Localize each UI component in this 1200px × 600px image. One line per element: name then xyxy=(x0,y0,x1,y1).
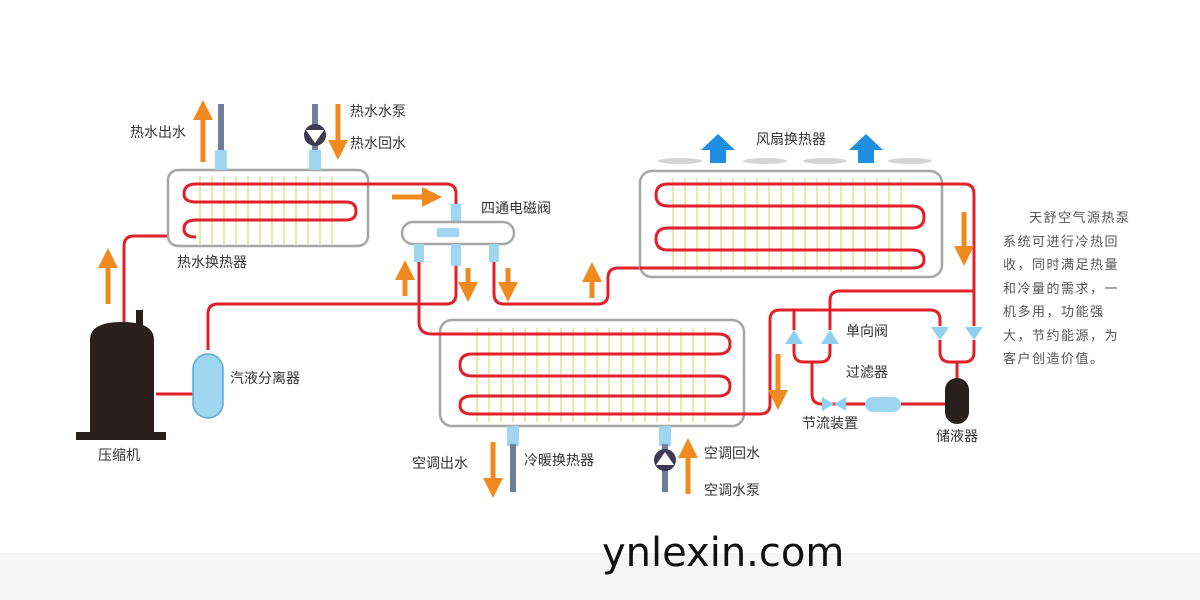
ac-return-fitting xyxy=(659,426,671,446)
pipe-hot-hx-to-valve xyxy=(250,182,458,206)
label-hot-water-return: 热水回水 xyxy=(350,136,406,152)
pipe-branch-check-valve-2 xyxy=(828,289,974,330)
component-labels: 热水出水 热水水泵 热水回水 热水换热器 四通电磁阀 风扇换热器 压缩机 汽液分… xyxy=(98,104,978,499)
system-description: 天舒空气源热泵系统可进行冷热回收，同时满足热量和冷量的需求，一机多用，功能强大，… xyxy=(1003,211,1131,367)
label-fan-hx: 风扇换热器 xyxy=(756,131,826,148)
label-hot-water-out: 热水出水 xyxy=(130,125,186,141)
hot-hx-coil xyxy=(182,182,370,239)
hot-return-fitting xyxy=(309,150,321,170)
label-cool-warm-hx: 冷暖换热器 xyxy=(524,452,594,469)
ac-water-pump-icon xyxy=(654,449,676,471)
hot-out-pipe xyxy=(218,104,224,154)
liquid-receiver[interactable] xyxy=(945,378,969,424)
valve-slider xyxy=(437,228,459,237)
cool-hx-shell xyxy=(438,318,746,428)
label-compressor: 压缩机 xyxy=(98,448,140,464)
check-valve-icon xyxy=(785,330,803,344)
compressor-body xyxy=(90,322,154,432)
pipe-compressor-to-hot-hx xyxy=(122,234,340,322)
fan-hx-fins xyxy=(672,178,902,272)
pipe-valve-to-cool-hx xyxy=(417,262,720,336)
compressor-stub xyxy=(136,310,143,326)
four-way-solenoid-valve[interactable] xyxy=(400,204,516,266)
label-ac-water-pump: 空调水泵 xyxy=(704,483,760,499)
refrigerant-pipes xyxy=(122,182,976,416)
hot-water-heat-exchanger[interactable] xyxy=(166,168,370,248)
watermark: ynlexin.com xyxy=(602,530,845,576)
label-ac-water-return: 空调回水 xyxy=(704,446,760,462)
check-valve-icon xyxy=(821,330,839,344)
fan-airflow-arrow-icon xyxy=(849,134,883,163)
fan-discs xyxy=(658,158,932,164)
hot-water-pump-icon xyxy=(304,124,326,146)
compressor-base xyxy=(76,432,166,440)
label-check-valve: 单向阀 xyxy=(846,324,888,340)
throttle-device[interactable] xyxy=(822,397,846,411)
throttle-valve-icon xyxy=(822,397,846,411)
ac-out-fitting xyxy=(507,426,519,446)
pipe-receiver-to-check-valves xyxy=(938,340,976,364)
pipe-fan-hx-out xyxy=(900,182,976,326)
pipe-valve-to-separator xyxy=(206,262,458,350)
label-four-way-valve: 四通电磁阀 xyxy=(481,201,551,217)
footer-band xyxy=(0,553,1200,600)
valve-port-left xyxy=(414,244,424,262)
fan-heat-exchanger[interactable] xyxy=(638,134,944,279)
label-hot-water-pump: 热水水泵 xyxy=(350,104,406,120)
check-valve-icon xyxy=(965,327,983,340)
check-valve-icon xyxy=(931,327,949,340)
compressor[interactable] xyxy=(76,310,166,440)
hot-hx-fins xyxy=(199,176,333,244)
cool-hx-coil xyxy=(432,332,760,416)
flow-arrows xyxy=(98,100,974,498)
label-ac-water-out: 空调出水 xyxy=(412,456,468,472)
label-throttle: 节流装置 xyxy=(802,416,858,432)
pipe-to-throttle xyxy=(810,362,950,406)
valve-top-fitting xyxy=(451,204,461,222)
hot-water-pipes xyxy=(215,104,326,170)
label-gas-liquid-separator: 汽液分离器 xyxy=(230,370,300,387)
fan-airflow-arrow-icon xyxy=(701,134,735,163)
valve-port-center xyxy=(451,244,461,266)
fan-hx-coil xyxy=(640,182,944,270)
pipe-cool-hx-out xyxy=(720,308,942,416)
gas-liquid-separator[interactable] xyxy=(192,353,224,419)
check-valves[interactable] xyxy=(785,327,983,344)
ac-out-pipe xyxy=(510,444,516,492)
cool-warm-heat-exchanger[interactable] xyxy=(432,318,760,428)
label-hot-water-hx: 热水换热器 xyxy=(177,254,247,271)
pipe-check-valve-join xyxy=(792,344,832,364)
valve-port-right xyxy=(489,244,499,262)
ac-water-pipes xyxy=(507,426,676,492)
pipe-valve-to-fan-hx xyxy=(492,262,720,306)
label-filter: 过滤器 xyxy=(846,365,888,381)
filter[interactable] xyxy=(865,397,901,412)
hot-hx-shell xyxy=(166,168,370,248)
label-receiver: 储液器 xyxy=(936,429,978,445)
hot-out-fitting xyxy=(215,150,227,170)
